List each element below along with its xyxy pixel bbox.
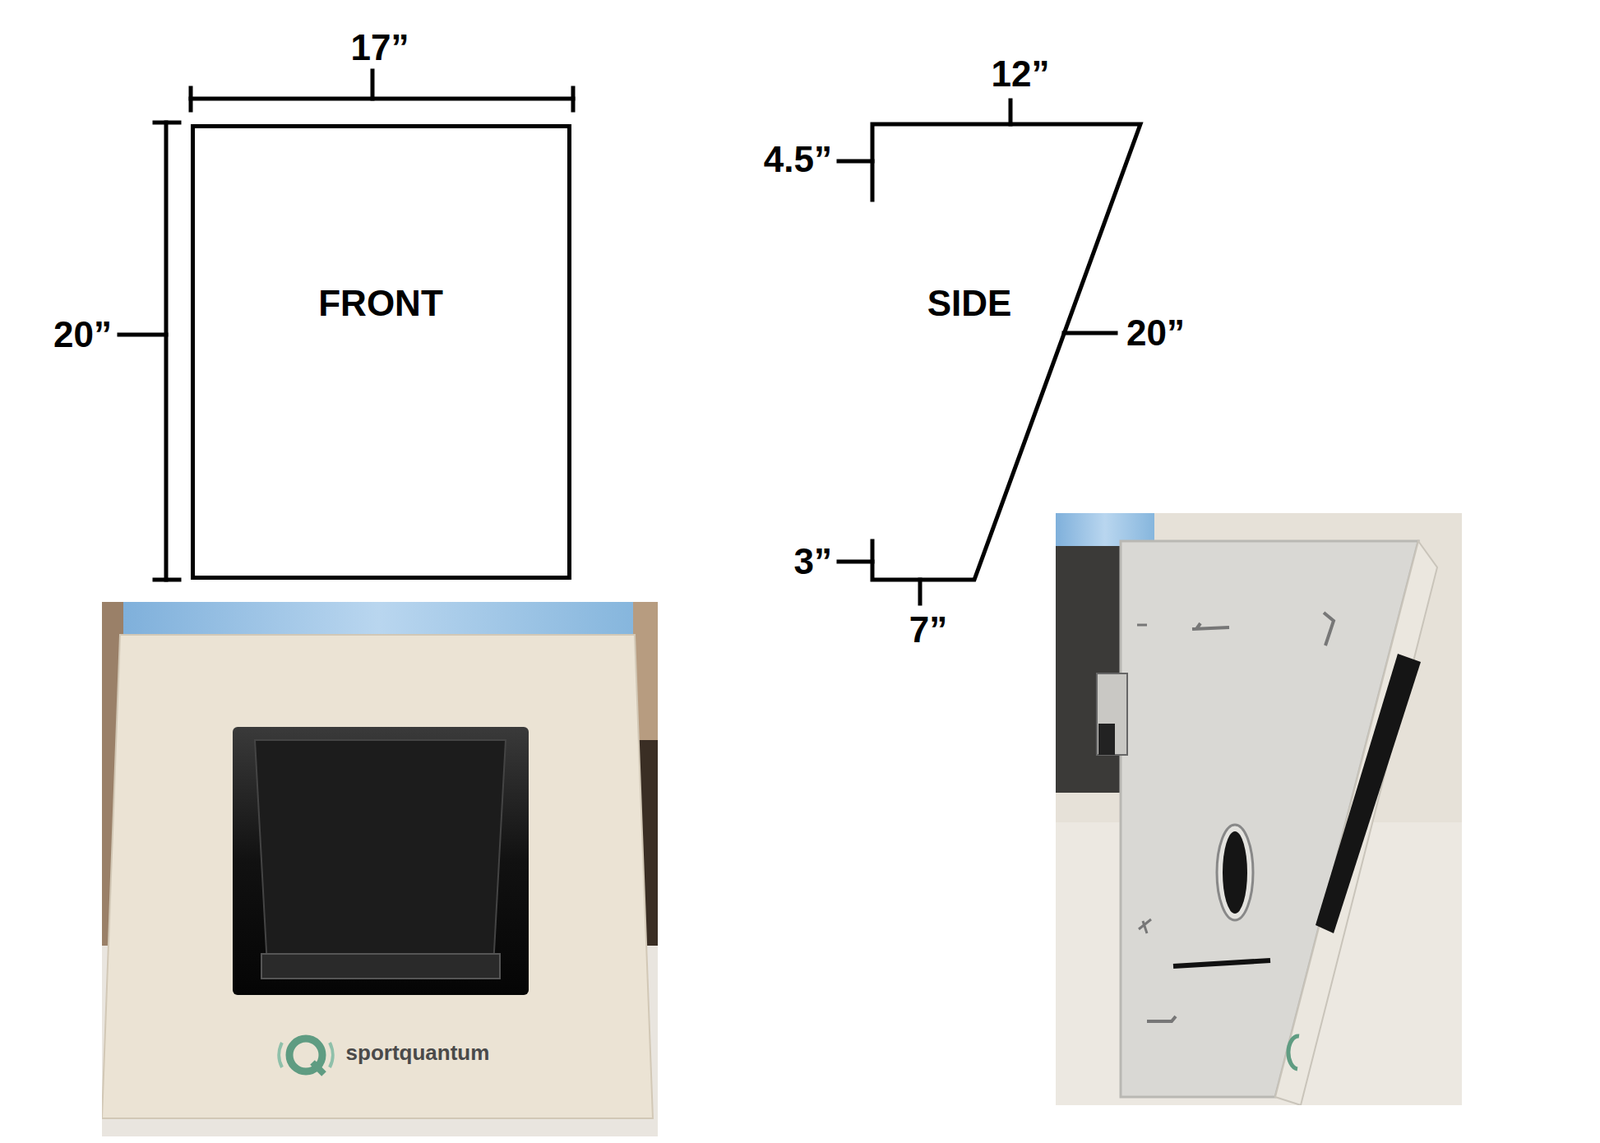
label-slot: 20” [53, 314, 112, 355]
dimension-label: 20” [1126, 313, 1185, 353]
dimension-label: 20” [53, 314, 112, 355]
dimension-lines [119, 70, 1116, 604]
side-view-outline: SIDE [872, 124, 1141, 580]
label-slot: 7” [909, 610, 948, 650]
label-slot: 3” [794, 541, 833, 582]
label-slot: 4.5” [763, 139, 833, 180]
side-outline-path [872, 124, 1141, 580]
dimension-label: 7” [909, 610, 948, 650]
label-slot: sportquantum [346, 1040, 491, 1065]
dimension-label: 4.5” [763, 139, 833, 180]
dimension-label: 12” [991, 54, 1050, 94]
front-photo [101, 601, 658, 1137]
side-outline-shape [872, 124, 1141, 580]
side-photo [1055, 513, 1462, 1106]
label-slot: 17” [351, 27, 410, 68]
dimension-label: 3” [794, 541, 833, 582]
view-name: SIDE [927, 283, 1013, 324]
view-outline: FRONT [190, 124, 572, 580]
label-slot: 12” [991, 54, 1050, 94]
label-slot: 20” [1126, 313, 1185, 353]
brand-logo: sportquantum [346, 1040, 491, 1065]
view-name: FRONT [318, 283, 444, 324]
dimension-label: 17” [351, 27, 410, 68]
